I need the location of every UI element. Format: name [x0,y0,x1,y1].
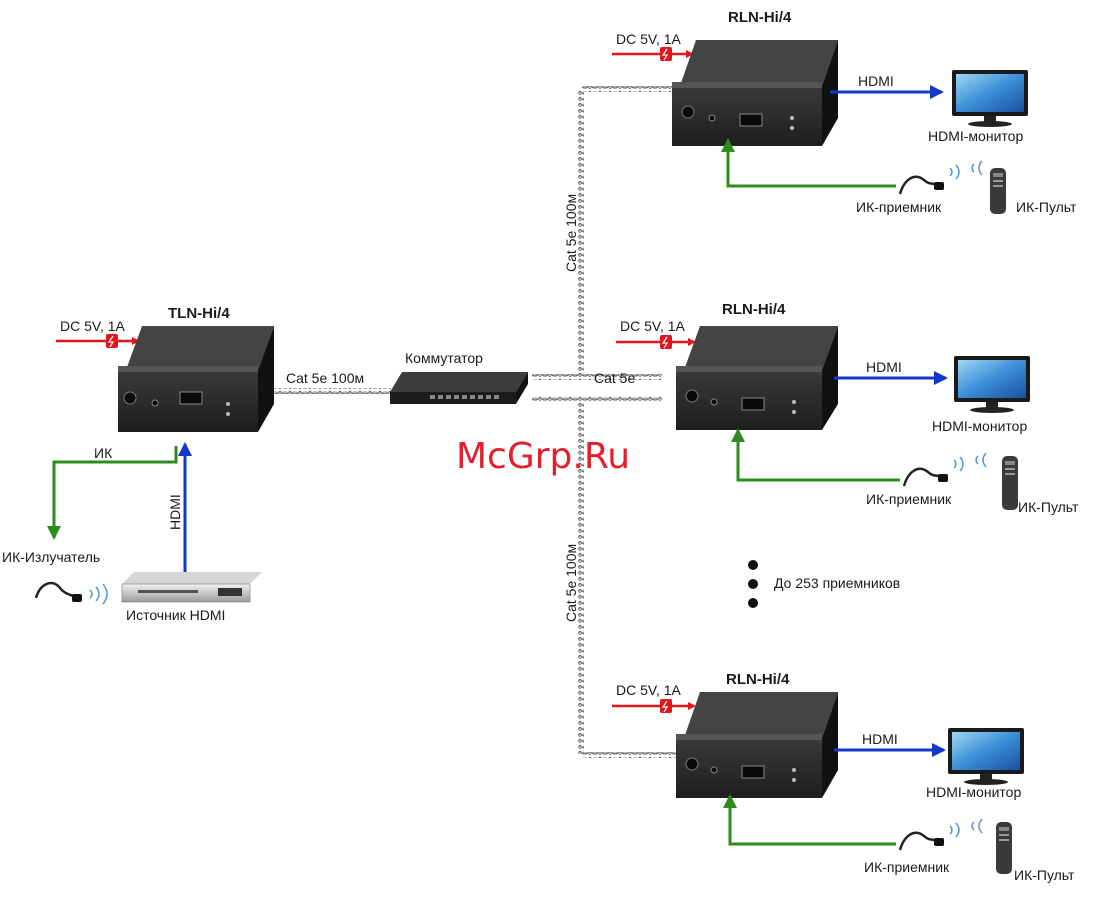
receiver-1-ir-arrow [721,138,896,188]
receiver-2-ir-receiver-icon [902,452,987,487]
receiver-3-remote-label: ИК-Пульт [1014,867,1075,883]
watermark: McGrp.Ru [456,436,630,477]
cable-switch-right [532,374,662,402]
receiver-3-remote-icon [996,822,1012,874]
cable-tx-to-switch [272,388,392,394]
transmitter-box [118,326,274,432]
cable-down-label: Cat 5e 100м [563,544,579,622]
receiver-2: RLN-Hi/4 DC 5V, 1A HDMI HDMI-монитор [616,301,1079,515]
switch-device [390,372,528,404]
source-label: Источник HDMI [126,607,225,623]
receiver-3-ir-receiver-label: ИК-приемник [864,859,950,875]
receiver-3-monitor-icon [948,728,1024,785]
receiver-1-ir-receiver-label: ИК-приемник [856,199,942,215]
transmitter-unit: TLN-Hi/4 DC 5V, 1A [56,305,274,432]
cable-to-receiver-3 [578,402,678,758]
receiver-2-monitor-icon [954,356,1030,413]
receiver-3-monitor-label: HDMI-монитор [926,784,1021,800]
receiver-3: RLN-Hi/4 DC 5V, 1A HDMI HDMI-монитор [612,671,1075,883]
power-plug-icon [106,334,118,348]
switch-label: Коммутатор [405,350,483,366]
ir-arrow [47,446,178,540]
receiver-1-remote-label: ИК-Пульт [1016,199,1077,215]
receiver-1-remote-icon [990,168,1006,214]
receiver-1-title: RLN-Hi/4 [728,9,792,26]
receiver-2-title: RLN-Hi/4 [722,301,786,318]
tx-cable-label: Cat 5e 100м [286,370,364,386]
receiver-2-monitor-label: HDMI-монитор [932,418,1027,434]
receiver-1-power-plug-icon [660,47,672,61]
more-receivers-label: До 253 приемников [774,575,900,591]
receiver-3-ir-arrow [723,794,896,846]
ir-emitter-label: ИК-Излучатель [2,549,100,565]
receiver-3-hdmi-label: HDMI [862,731,898,747]
receiver-2-remote-icon [1002,456,1018,510]
receiver-2-remote-label: ИК-Пульт [1018,499,1079,515]
receiver-1-monitor-label: HDMI-монитор [928,128,1023,144]
ir-emitter-icon [34,581,108,605]
receiver-2-hdmi-label: HDMI [866,359,902,375]
transmitter-power-label: DC 5V, 1A [60,318,126,334]
receiver-1-hdmi-label: HDMI [858,73,894,89]
receiver-3-title: RLN-Hi/4 [726,671,790,688]
switch-cable-label: Cat 5e [594,370,635,386]
receiver-2-ir-receiver-label: ИК-приемник [866,491,952,507]
more-receivers-dots [748,560,758,608]
receiver-3-box [676,692,838,798]
receiver-2-power-plug-icon [660,335,672,349]
receiver-2-box [676,326,838,430]
cable-up-label: Cat 5e 100м [563,194,579,272]
receiver-3-power-plug-icon [660,699,672,713]
hdmi-source-device [121,572,262,603]
receiver-3-power-label: DC 5V, 1A [616,682,682,698]
receiver-1-power-label: DC 5V, 1A [616,31,682,47]
receiver-3-ir-receiver-icon [898,818,983,851]
cable-to-receiver-1 [578,86,678,376]
ir-label: ИК [94,445,113,461]
receiver-1-ir-receiver-icon [898,160,983,195]
receiver-1: RLN-Hi/4 DC 5V, 1A HDMI HDMI-монитор [612,9,1077,215]
receiver-2-power-label: DC 5V, 1A [620,318,686,334]
receiver-1-monitor-icon [952,70,1028,127]
transmitter-title: TLN-Hi/4 [168,305,230,322]
receiver-2-ir-arrow [731,428,900,482]
hdmi-source-label: HDMI [167,494,183,530]
receiver-1-box [672,40,838,146]
